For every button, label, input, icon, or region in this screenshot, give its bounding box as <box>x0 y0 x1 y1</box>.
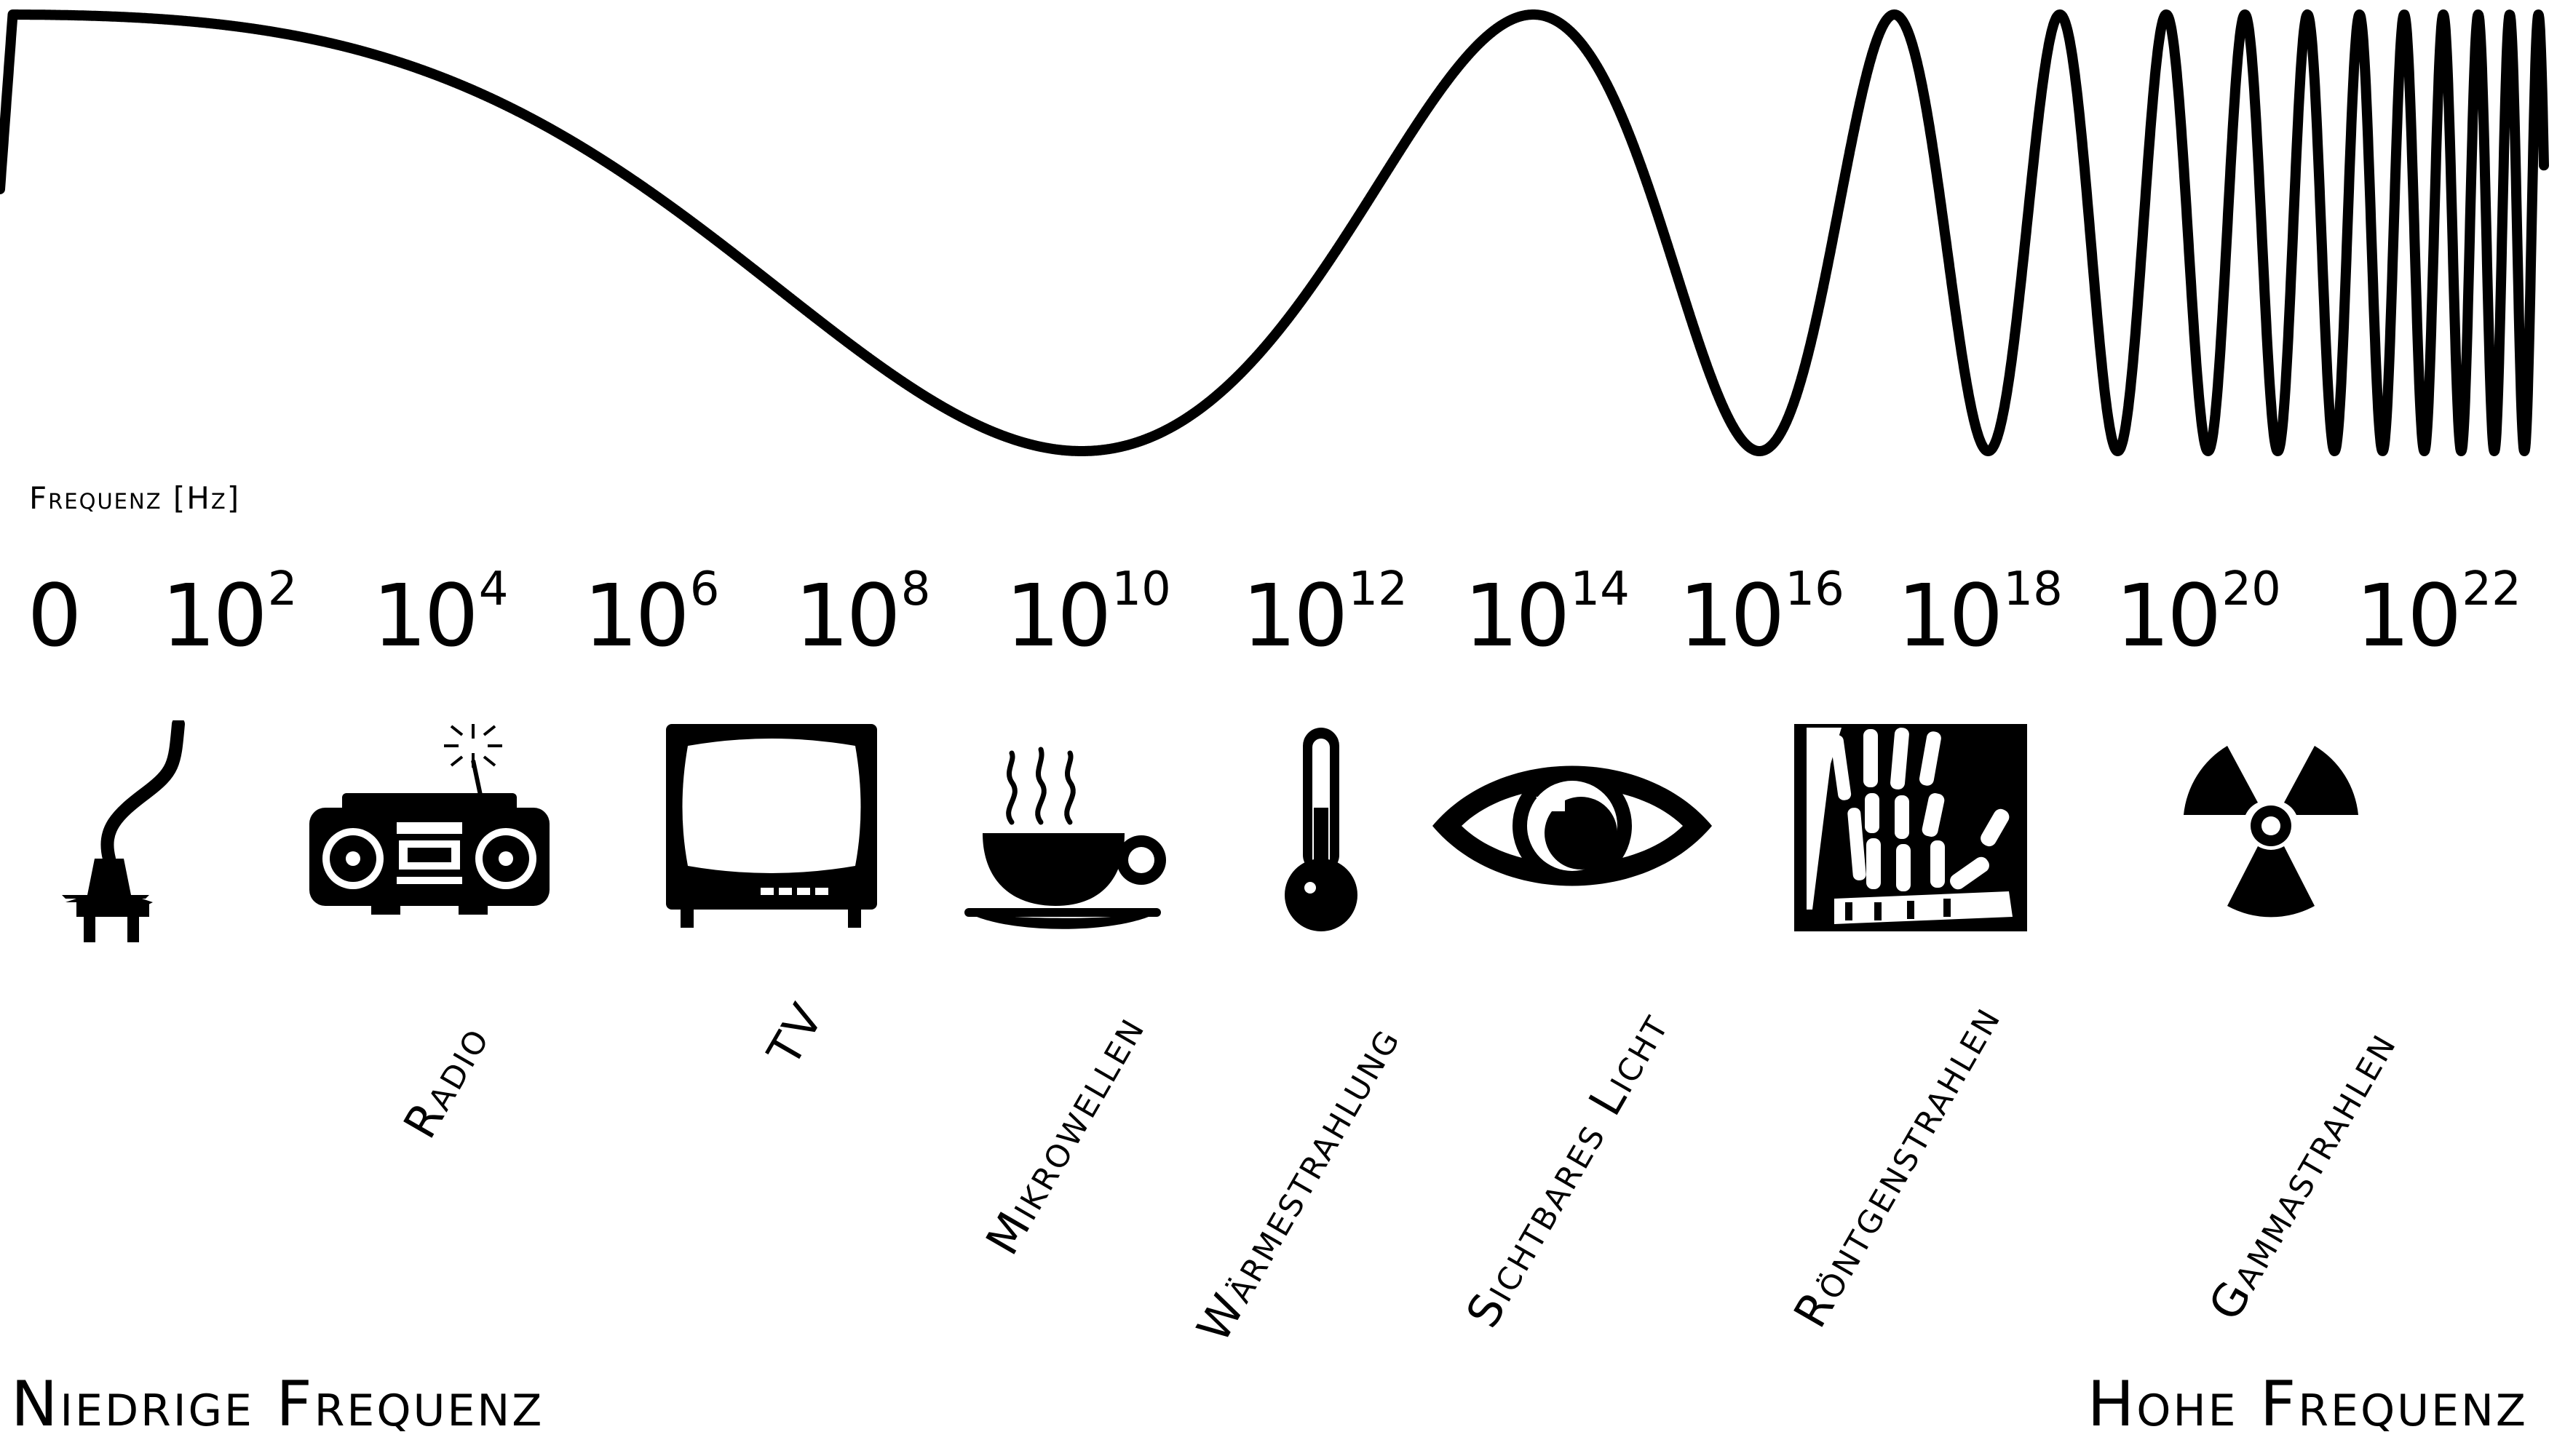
tick-label: 104 <box>372 562 509 666</box>
category-roentgenstrahlen: Röntgenstrahlen <box>1783 995 2012 1337</box>
tick-label: 1020 <box>2115 562 2281 666</box>
low-frequency-label: Niedrige Frequenz <box>11 1368 544 1441</box>
category-waermestrahlung: Wärmestrahlung <box>1186 1016 1411 1351</box>
category-gammastrahlen: Gammastrahlen <box>2198 1021 2407 1329</box>
tick-label: 102 <box>161 562 298 666</box>
eye-icon <box>1427 753 1718 902</box>
axis-label: Frequenz [Hz] <box>29 480 241 516</box>
high-frequency-label: Hohe Frequenz <box>2087 1368 2528 1441</box>
radiation-icon <box>2158 724 2384 931</box>
category-radio: Radio <box>393 1015 500 1147</box>
tick-label: 1012 <box>1242 562 1408 666</box>
tick-label: 108 <box>794 562 931 666</box>
tick-label: 1018 <box>1897 562 2063 666</box>
tick-label: 0 <box>27 565 82 666</box>
tick-label: 106 <box>583 562 720 666</box>
tick-label: 1014 <box>1464 562 1630 666</box>
tick-label: 1010 <box>1005 562 1171 666</box>
xray-hand-icon <box>1791 720 2031 938</box>
thermometer-icon <box>1277 724 1365 938</box>
category-tv: TV <box>757 993 835 1075</box>
tick-label: 1022 <box>2355 562 2521 666</box>
radio-boombox-icon <box>306 720 553 920</box>
category-mikrowellen: Mikrowellen <box>975 1005 1156 1264</box>
wave-line <box>0 9 2549 456</box>
tick-label: 1016 <box>1678 562 1844 666</box>
coffee-cup-icon <box>961 742 1179 942</box>
power-plug-icon <box>58 717 189 949</box>
frequency-wave <box>0 0 2557 466</box>
category-sichtbares-licht: Sichtbares Licht <box>1456 1002 1679 1337</box>
tv-icon <box>662 720 881 934</box>
